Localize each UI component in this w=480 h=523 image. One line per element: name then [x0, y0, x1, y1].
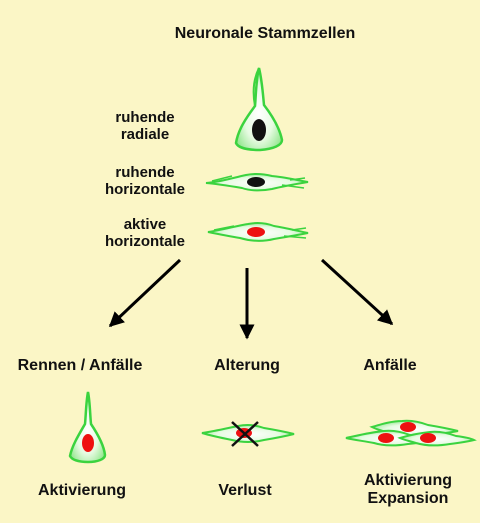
cell-type-label: ruhende horizontale [104, 164, 185, 198]
radial-cell-quiescent [234, 67, 284, 152]
nucleus-black [247, 177, 265, 187]
nucleus-red [247, 227, 265, 237]
radial-cell-activated [68, 391, 107, 464]
outcome-label-center: Verlust [218, 482, 272, 499]
condition-label-center: Alterung [214, 357, 280, 374]
nucleus-red [378, 433, 394, 443]
condition-label-right: Anfälle [363, 357, 417, 374]
horizontal-cell-active [207, 221, 309, 242]
nucleus-red [400, 422, 416, 432]
nucleus-red [82, 434, 94, 452]
cross-mark [231, 421, 259, 447]
outcome-label-right: Aktivierung Expansion [363, 472, 452, 507]
horizontal-cell-lost [201, 421, 295, 447]
condition-label-left: Rennen / Anfälle [17, 357, 143, 374]
horizontal-cell-cluster [345, 419, 477, 447]
nucleus-red [420, 433, 436, 443]
arrow-left [108, 258, 182, 328]
horizontal-cell-quiescent [205, 172, 309, 192]
outcome-label-left: Aktivierung [37, 482, 126, 499]
cell-type-label: ruhende radiale [115, 109, 175, 143]
arrow-right [320, 258, 394, 326]
diagram-title: Neuronale Stammzellen [174, 25, 356, 42]
cell-type-label: aktive horizontale [104, 216, 185, 250]
nucleus-black [252, 119, 266, 141]
